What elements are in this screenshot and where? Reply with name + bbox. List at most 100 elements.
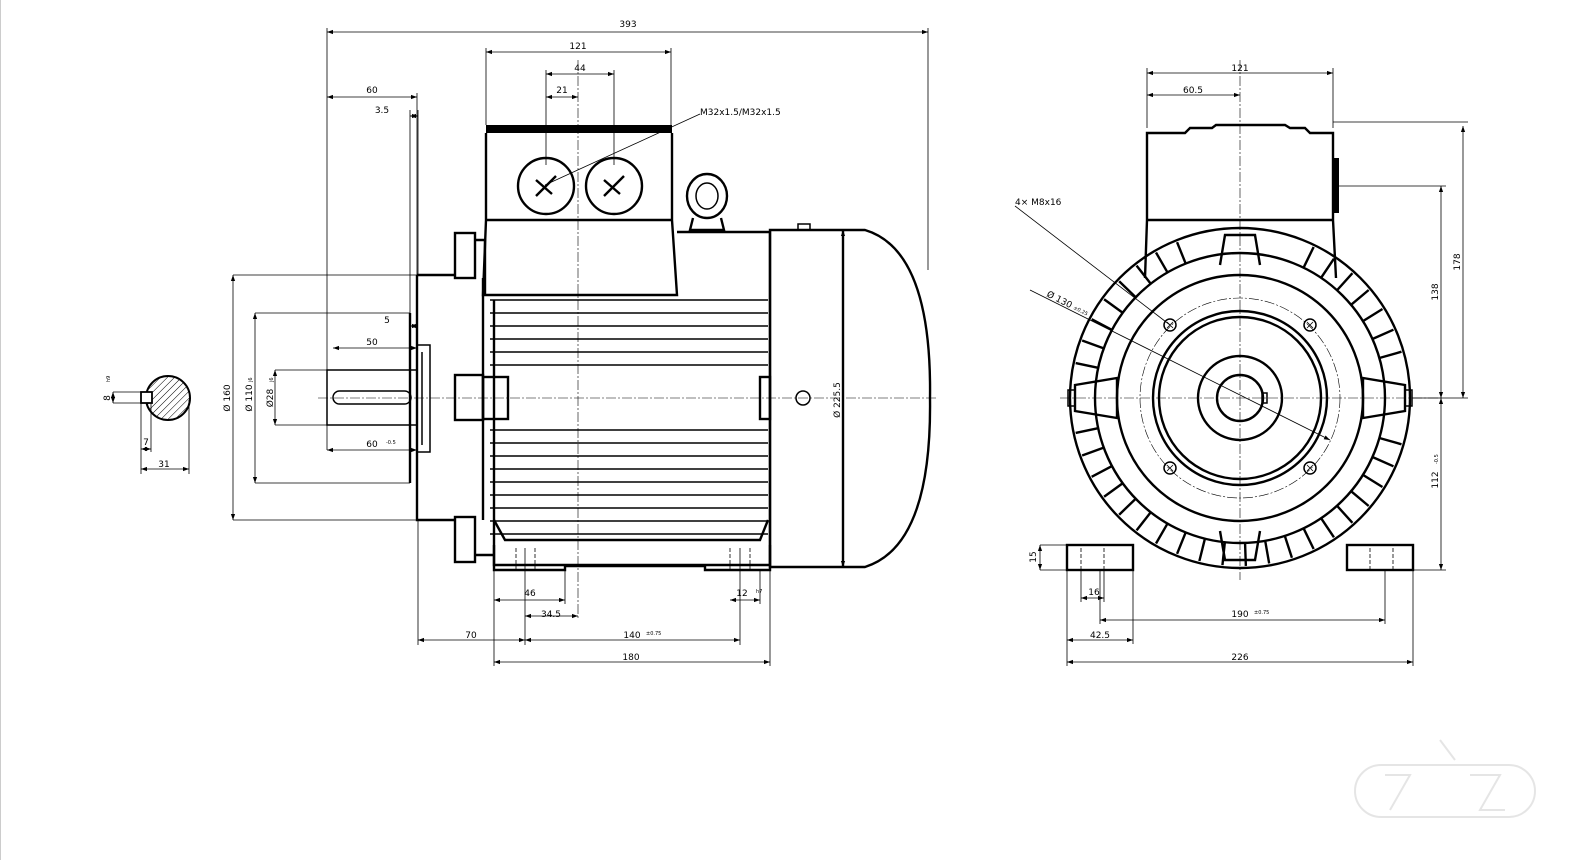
tolerance-label: j6: [248, 377, 254, 383]
tolerance-label: h7: [756, 589, 762, 595]
end-cooling-fin: [1175, 531, 1187, 555]
end-cooling-fin: [1135, 511, 1152, 532]
dimension-label: 50: [366, 338, 378, 348]
end-cooling-fin: [1336, 272, 1354, 292]
end-cooling-fin: [1283, 535, 1294, 559]
dimension-overall-height-above-axis: 178: [1453, 126, 1466, 398]
mounting-foot: [492, 545, 772, 645]
shaft-cross-section: [113, 375, 191, 474]
dimension-label: 190: [1231, 610, 1248, 620]
dimension-label: 60.5: [1183, 86, 1203, 96]
dimension-fan-cover-diameter: Ø 225.5: [832, 230, 846, 567]
dimension-gland-spacing: 44: [546, 64, 614, 77]
dimension-label: 12: [736, 589, 747, 599]
dimension-overall-length: 393: [327, 20, 928, 35]
tolerance-label: h9: [106, 376, 112, 382]
dimension-flange-diameter: Ø 160: [222, 275, 236, 520]
end-cooling-fin: [1379, 350, 1402, 360]
end-cooling-fin: [1118, 280, 1137, 299]
end-cooling-fin: [1154, 251, 1169, 274]
dimension-key-depth: 7: [141, 438, 151, 452]
dimension-label: Ø 225.5: [832, 382, 843, 418]
end-cooling-fin: [1103, 298, 1124, 314]
dimension-foot-thickness: 15: [1029, 545, 1043, 570]
dimension-label: 42.5: [1090, 631, 1110, 641]
dimension-lines: 393 121 44 21 60 3.5 5 50 60 -0.5 46 34.5 12 h7 70 140 ±…: [103, 20, 1466, 665]
dimension-shaft-height: 31: [141, 460, 189, 472]
terminal-box: [481, 125, 679, 297]
dimension-label: 393: [619, 20, 636, 30]
dimension-flange-to-foot: 70: [418, 631, 525, 643]
dimension-box-offset: 60.5: [1147, 86, 1240, 98]
dimension-key-width: 8 h9: [103, 376, 116, 403]
dimension-foot-hole-edge: 16: [1081, 588, 1104, 601]
dimension-foot-length: 180: [494, 653, 770, 665]
shaft: [326, 369, 418, 426]
tolerance-label: ±0.75: [646, 631, 661, 637]
end-cooling-fin: [1350, 289, 1370, 306]
dimension-foot-to-box: 34.5: [525, 610, 578, 620]
end-cooling-fin: [1371, 455, 1394, 468]
end-cooling-fin: [1091, 465, 1113, 478]
dimension-label: 7: [143, 438, 149, 448]
end-cooling-fin: [1091, 318, 1113, 331]
dimension-label: Ø 160: [222, 384, 233, 411]
dimension-label: 3.5: [375, 106, 389, 116]
end-cooling-fin: [1118, 497, 1137, 516]
keyway: [332, 390, 412, 405]
end-cooling-fin: [1302, 527, 1315, 550]
page-edge-mark: [0, 0, 1, 860]
end-cooling-fin: [1336, 504, 1354, 524]
dimension-label: 112: [1431, 471, 1441, 488]
fan-cover: [768, 228, 932, 569]
end-cooling-fin: [1302, 246, 1315, 269]
flange-bolt-hole: [1163, 461, 1177, 475]
dimension-shaft-diameter: Ø28 j6: [265, 370, 278, 425]
tolerance-label: ±0.75: [1254, 610, 1269, 616]
dimension-label: 140: [623, 631, 640, 641]
dimension-label: 60: [366, 440, 378, 450]
end-cooling-fin: [1243, 542, 1248, 566]
cable-entry-callout: M32x1.5/M32x1.5: [700, 108, 781, 118]
dimension-box-width: 121: [1147, 64, 1333, 76]
end-cooling-fin: [1263, 540, 1271, 564]
dimension-label: 5: [384, 316, 390, 326]
dimension-label: 178: [1453, 253, 1463, 270]
flange-bolt-hole: [1303, 461, 1317, 475]
dimension-label: 226: [1231, 653, 1248, 663]
end-cooling-fin: [1175, 241, 1187, 265]
motor-side-view: [233, 28, 938, 666]
tolerance-label: -0.5: [386, 440, 396, 446]
end-cooling-fin: [1362, 473, 1384, 489]
dimension-foot-width-spacing: 190 ±0.75: [1100, 610, 1385, 623]
dimension-label: 121: [569, 42, 586, 52]
dimension-shaft-height-axis: 112-0.5: [1431, 398, 1444, 570]
dimension-flange-spigot: 3.5: [375, 106, 418, 119]
dimension-foot-hole: 12 h7: [730, 589, 762, 603]
dimension-label: 60: [366, 86, 378, 96]
dimension-box-height-above-axis: 138: [1431, 186, 1444, 398]
dimension-terminal-box-length: 121: [486, 42, 671, 55]
dimension-label: 121: [1231, 64, 1248, 74]
dimension-label: Ø 110: [244, 384, 255, 411]
pitch-circle-callout: Ø 130: [1045, 289, 1074, 311]
dimension-label: 46: [524, 589, 536, 599]
end-cooling-fin: [1198, 538, 1207, 562]
flange-holes-callout: 4× M8x16: [1015, 198, 1062, 208]
dimension-label: 21: [556, 86, 567, 96]
tolerance-label: j6: [269, 377, 275, 383]
callouts: M32x1.5/M32x1.5 4× M8x16 Ø 130 ±0.25: [544, 108, 1331, 441]
dimension-flange-thickness: 5: [384, 316, 418, 329]
end-cooling-fin: [1154, 522, 1169, 545]
dimension-key-length: 50: [333, 338, 417, 351]
dimension-label: 8: [103, 395, 113, 401]
end-cooling-fin: [1320, 258, 1335, 279]
end-cooling-fin: [1081, 339, 1105, 350]
lifting-eye: [685, 172, 729, 232]
end-cooling-fin: [1075, 426, 1099, 435]
dimension-label: 138: [1431, 283, 1441, 300]
end-cooling-fin: [1350, 490, 1370, 507]
dimension-label: Ø28: [265, 388, 276, 407]
dimension-foot-slot-width: 46: [494, 589, 565, 603]
